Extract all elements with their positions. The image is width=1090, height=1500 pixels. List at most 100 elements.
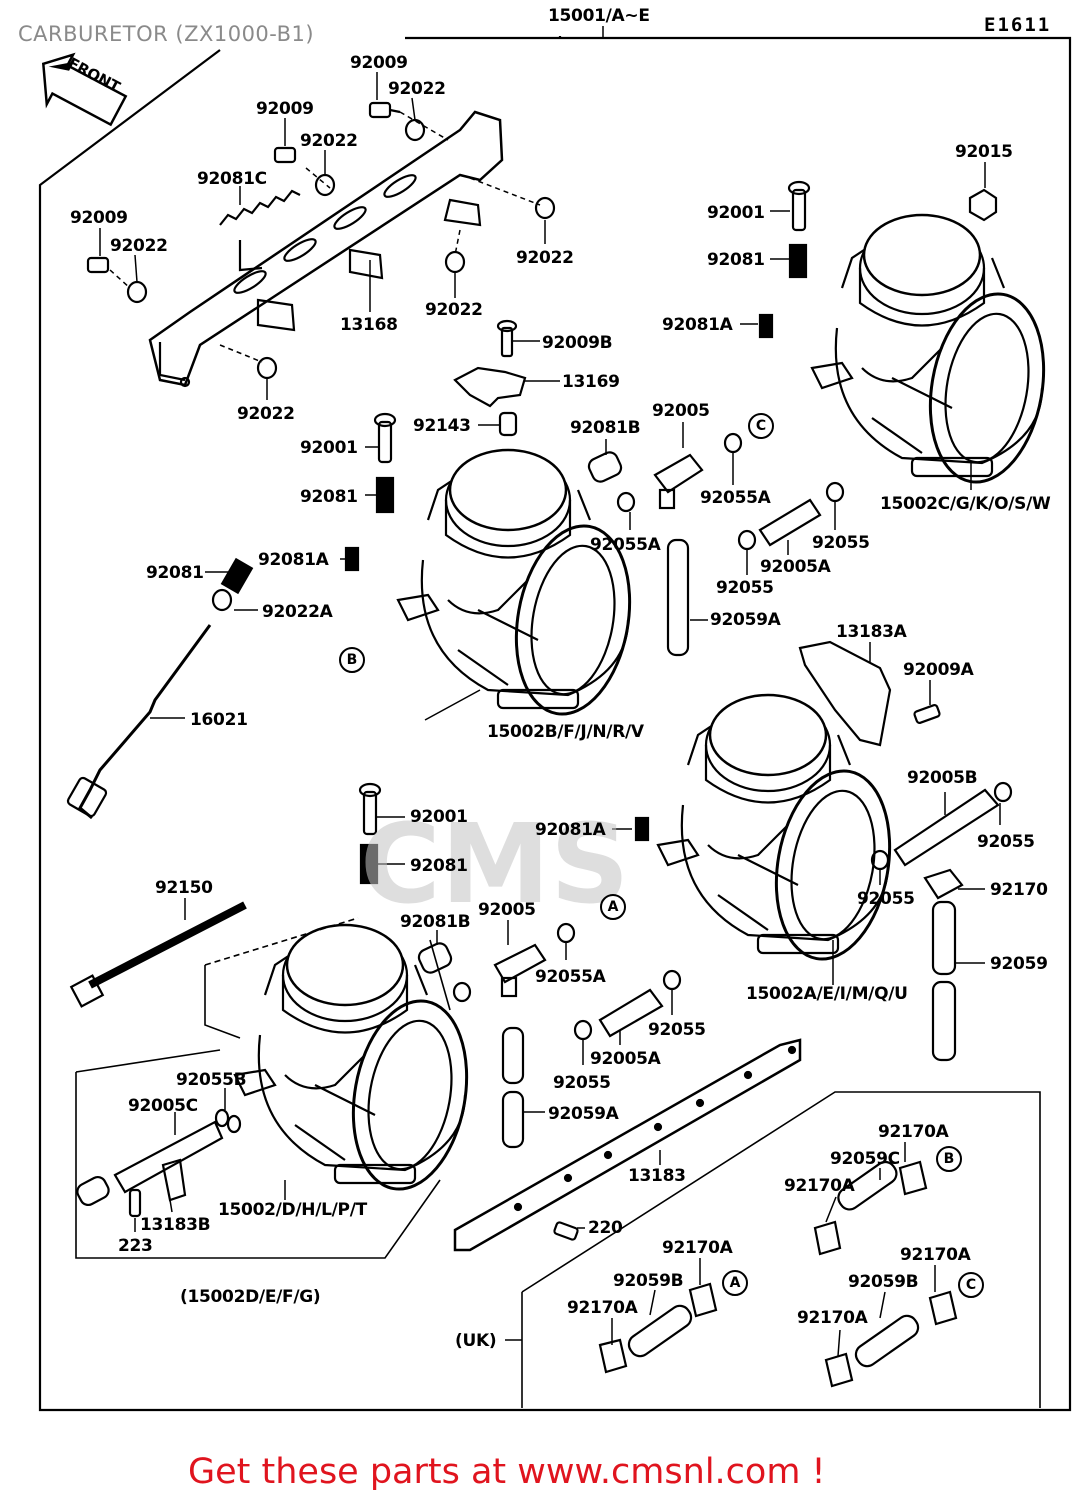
marker-b-1: B [339,647,365,673]
part-label-92081c: 92081C [197,169,267,189]
spring-92081-2 [375,476,395,514]
bracket-13183b [161,1158,187,1202]
part-label-92055a: 92055A [700,488,771,508]
clip-92170 [923,868,964,900]
part-label-92009: 92009 [70,208,128,228]
front-arrow-icon [41,52,128,127]
part-label-92081: 92081 [410,856,468,876]
oring-92055a-3 [556,922,576,944]
part-label-92170a: 92170A [878,1122,949,1142]
spring-92081a-2 [344,546,360,572]
oring-92055-5 [662,969,682,991]
part-label-92015: 92015 [955,142,1013,162]
spring-92081-1 [788,243,808,279]
part-label-92001: 92001 [410,807,468,827]
oring-92055-3 [993,781,1013,803]
spring-92081-3 [220,557,254,595]
fitting-92005-1 [653,453,704,510]
washer-92022-4 [534,196,556,220]
hose-92059a-2 [501,1026,525,1085]
part-label-92143: 92143 [413,416,471,436]
pipe-92005b [893,788,1000,867]
washer-92022-1 [404,118,426,142]
part-label-92059b: 92059B [848,1272,919,1292]
part-label-92001: 92001 [707,203,765,223]
page-title: CARBURETOR (ZX1000-B1) [18,22,315,46]
promo-link[interactable]: Get these parts at www.cmsnl.com ! [188,1452,826,1492]
clip-92170a-6 [824,1352,854,1388]
washer-92022-3 [126,280,148,304]
marker-b-2: B [936,1146,962,1172]
part-label-92059b: 92059B [613,1271,684,1291]
part-label-15002a: 15002A/E/I/M/Q/U [746,984,908,1004]
collar-92143 [498,411,518,437]
part-label-92005a: 92005A [590,1049,661,1069]
bracket-plate-13168 [148,110,504,388]
washer-92022-2 [314,173,336,197]
part-label-220: 220 [588,1218,623,1238]
part-label-16021: 16021 [190,710,248,730]
part-label-92022: 92022 [110,236,168,256]
part-label-92022: 92022 [516,248,574,268]
part-label-13183b: 13183B [140,1215,211,1235]
part-label-92005b: 92005B [907,768,978,788]
spring-92081a-1 [758,313,774,339]
part-label-92022: 92022 [300,131,358,151]
assembly-frame-outline [38,36,1072,1412]
spring-92081b-2 [417,942,453,974]
part-label-92170a: 92170A [900,1245,971,1265]
part-label-92170a: 92170A [567,1298,638,1318]
oring-92055-4 [870,849,890,871]
part-label-92055: 92055 [812,533,870,553]
screw-92150 [69,901,247,1008]
part-label-92081b: 92081B [400,912,471,932]
pipe-92005a-2 [598,988,664,1038]
part-label-92001: 92001 [300,438,358,458]
part-label-15002b: 15002B/F/J/N/R/V [487,722,644,742]
part-label-92055a: 92055A [535,967,606,987]
fitting-92005-2 [493,943,547,998]
clip-92170a-5 [928,1290,958,1326]
screw-220 [553,1221,579,1241]
screw-92009b [496,319,518,358]
hose-92059c [837,1160,898,1211]
spring-92081c [219,189,301,226]
marker-a-2: A [722,1270,748,1296]
part-label-92022a: 92022A [262,602,333,622]
oring-92055a-1 [723,432,743,454]
part-label-92081: 92081 [707,250,765,270]
link-plate-13183 [453,1038,802,1252]
part-label-92170a: 92170A [784,1176,855,1196]
oring-92055a-2 [616,491,636,513]
throttle-link-13169 [453,366,527,408]
oring-92055-2 [737,529,757,551]
part-label-15002c: 15002C/G/K/O/S/W [880,494,1051,514]
part-label-92055: 92055 [977,832,1035,852]
screw-92009-3 [86,256,110,274]
part-label-92009: 92009 [350,53,408,73]
part-label-15001: 15001/A~E [548,6,650,26]
washers-92055b [214,1108,242,1134]
hose-92059b-1 [627,1304,693,1358]
part-label-92081: 92081 [146,563,204,583]
hose-92059b-2 [854,1314,920,1368]
part-label-92059a: 92059A [710,610,781,630]
part-label-92005: 92005 [652,401,710,421]
part-label-92170a: 92170A [797,1308,868,1328]
part-label-92081b: 92081B [570,418,641,438]
clip-92170a-2 [813,1220,842,1256]
spring-92081b-1 [587,451,623,483]
part-label-13183: 13183 [628,1166,686,1186]
marker-c-1: C [748,413,774,439]
part-label-92022: 92022 [237,404,295,424]
pipe-92005a-1 [758,498,822,547]
part-label-92055a: 92055A [590,535,661,555]
part-label-92022: 92022 [388,79,446,99]
part-label-92059a: 92059A [548,1104,619,1124]
part-label-92009b: 92009B [542,333,613,353]
screw-92009-1 [368,101,401,119]
marker-c-2: C [958,1272,984,1298]
part-label-15002defg: (15002D/E/F/G) [180,1287,321,1307]
diagram-code: E1611 [984,14,1052,36]
